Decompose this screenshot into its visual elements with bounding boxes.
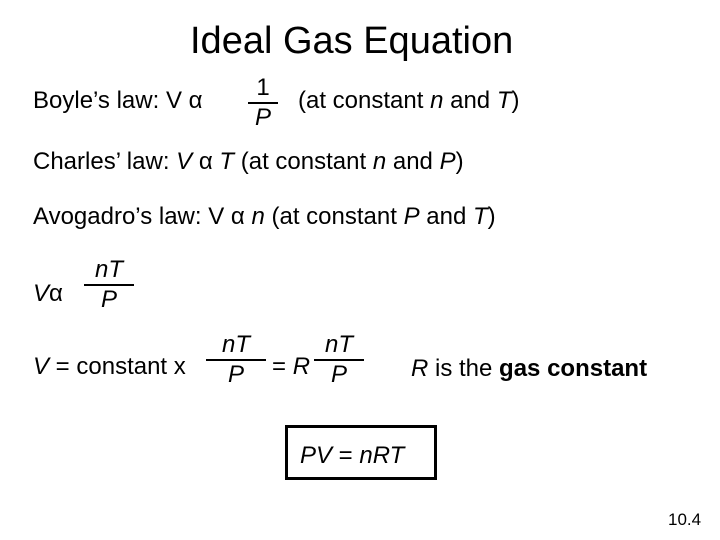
charles-label-text: Charles’ law: [33,148,177,175]
combined-proportion: Vα [33,282,63,306]
fraction-denominator: P [254,104,271,131]
boyle-law-label: Boyle’s law: V α [33,89,203,113]
slide-number: 10.4 [668,510,702,529]
fraction-bar [314,359,364,361]
variable-t: T [472,203,488,230]
constant-fraction-2: nT P [314,333,364,387]
condition-close: ) [511,87,520,114]
boyle-condition: (at constant n and T) [298,89,520,113]
proportional-symbol: α [49,280,63,307]
proportional-symbol: α [230,203,252,230]
constant-equation: V = constant x [33,355,186,379]
constant-fraction-1: nT P [206,333,266,387]
variable-v: V [176,148,193,175]
variable-v: V [33,353,50,380]
avogadro-law-line: Avogadro’s law: V α n (at constant P and… [33,205,496,229]
gas-constant-note: R is the gas constant [411,357,647,381]
is-the-text: is the [428,355,500,382]
variable-t: T [496,87,512,114]
fraction-denominator: P [100,286,117,313]
condition-text: (at constant [264,203,404,230]
fraction-bar [206,359,266,361]
variable-v: V [33,280,50,307]
charles-law-line: Charles’ law: V α T (at constant n and P… [33,150,464,174]
condition-and: and [443,87,497,114]
avogadro-label-text: Avogadro’s law: V [33,203,231,230]
gas-constant-term: gas constant [499,355,648,382]
proportional-symbol: α [192,148,220,175]
fraction-bar [84,284,134,286]
boyle-fraction: 1 P [248,76,278,130]
pv-term: PV [300,442,333,469]
boyle-label-text: Boyle’s law: V [33,87,189,114]
variable-n: n [251,203,265,230]
variable-r: R [292,353,311,380]
equals-sign: = [272,353,287,380]
variable-n: n [372,148,387,175]
condition-close: ) [487,203,496,230]
fraction-numerator: nT [221,331,250,358]
condition-close: ) [455,148,464,175]
equals-r: = R [272,355,310,379]
fraction-numerator: nT [324,331,353,358]
fraction-numerator: nT [94,256,123,283]
fraction-denominator: P [330,361,347,388]
proportional-symbol: α [188,87,203,114]
variable-r: R [411,355,429,382]
combined-fraction: nT P [84,258,134,312]
ideal-gas-law-box [285,425,437,480]
condition-text: (at constant [298,87,431,114]
equals-sign: = [332,442,360,469]
ideal-gas-law: PV = nRT [300,444,404,468]
condition-and: and [419,203,473,230]
fraction-numerator: 1 [256,74,270,101]
variable-p: P [439,148,456,175]
nrt-term: nRT [359,442,405,469]
fraction-bar [248,102,278,104]
condition-and: and [386,148,440,175]
variable-p: P [403,203,420,230]
variable-n: n [430,87,444,114]
variable-t: T [219,148,235,175]
equals-constant-text: = constant x [49,353,186,380]
page-title: Ideal Gas Equation [190,20,514,62]
fraction-denominator: P [227,361,244,388]
condition-text: (at constant [234,148,373,175]
